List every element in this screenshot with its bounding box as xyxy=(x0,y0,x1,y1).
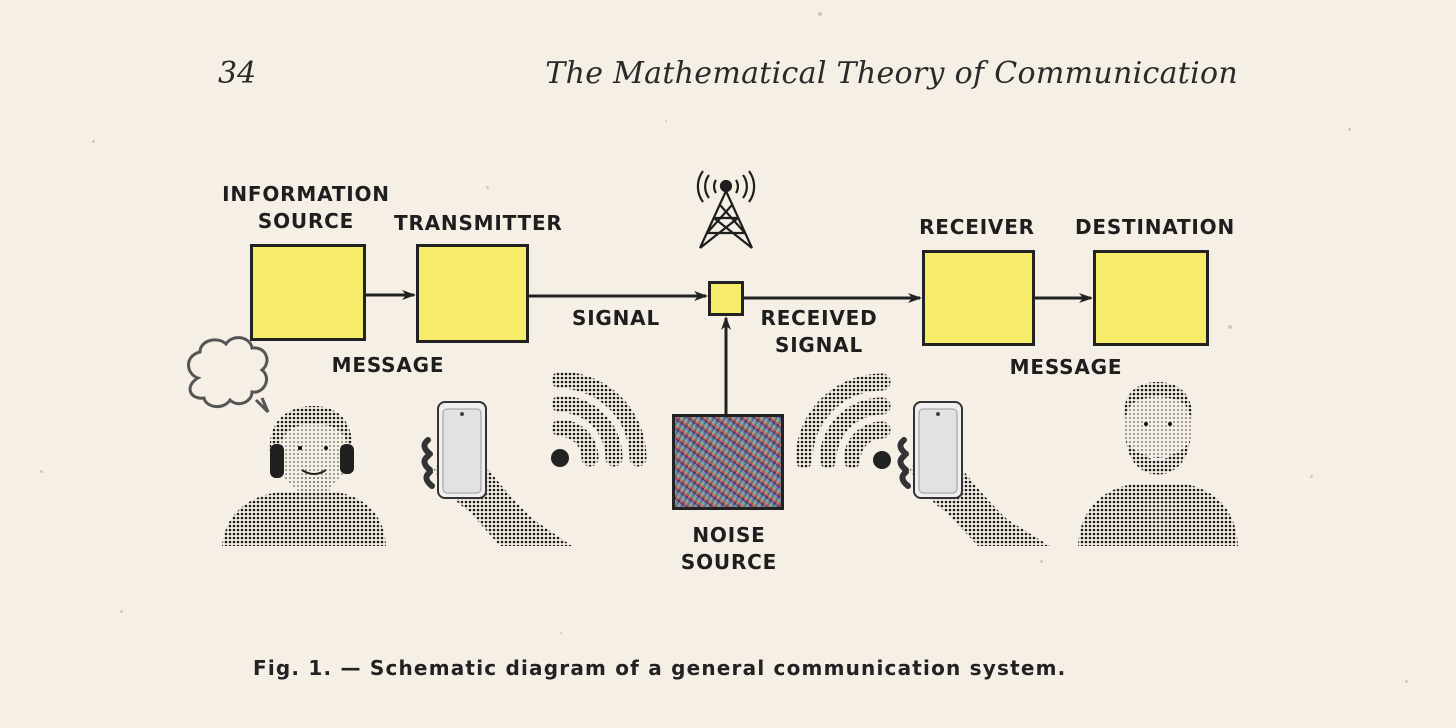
destination-block xyxy=(1093,250,1209,346)
information-source-label: INFORMATION SOURCE xyxy=(218,181,394,235)
receiver-block xyxy=(922,250,1035,346)
noise-source-label-line2: SOURCE xyxy=(680,550,778,574)
phone-in-hand-right-icon xyxy=(897,401,1050,546)
thought-bubble-icon xyxy=(187,336,270,414)
noise-source-label-line1: NOISE xyxy=(692,523,766,547)
wifi-left-icon xyxy=(551,371,647,467)
received-signal-label-line1: RECEIVED xyxy=(760,306,878,330)
information-source-block xyxy=(250,244,366,341)
person-right-photo xyxy=(1078,382,1238,546)
receiver-label: RECEIVER xyxy=(919,215,1035,239)
received-signal-label: RECEIVED SIGNAL xyxy=(756,305,882,359)
message-right-label: MESSAGE xyxy=(1009,355,1123,379)
transmitter-block xyxy=(416,244,529,343)
information-source-label-line1: INFORMATION xyxy=(222,182,390,206)
page-number: 34 xyxy=(218,56,257,91)
noise-source-label: NOISE SOURCE xyxy=(662,522,796,576)
phone-in-hand-left-icon xyxy=(421,401,572,546)
person-left-photo xyxy=(222,406,386,546)
message-left-label: MESSAGE xyxy=(331,353,445,377)
running-title: The Mathematical Theory of Communication xyxy=(545,56,1238,91)
signal-label: SIGNAL xyxy=(571,306,661,330)
received-signal-label-line2: SIGNAL xyxy=(774,333,864,357)
destination-label: DESTINATION xyxy=(1074,215,1236,239)
information-source-label-line2: SOURCE xyxy=(257,209,355,233)
channel-block xyxy=(708,281,744,316)
noise-source-block xyxy=(672,414,784,510)
wifi-right-icon xyxy=(795,373,891,469)
figure-caption: Fig. 1. — Schematic diagram of a general… xyxy=(253,656,1067,680)
antenna-tower-icon xyxy=(696,170,756,249)
transmitter-label: TRANSMITTER xyxy=(394,211,563,235)
